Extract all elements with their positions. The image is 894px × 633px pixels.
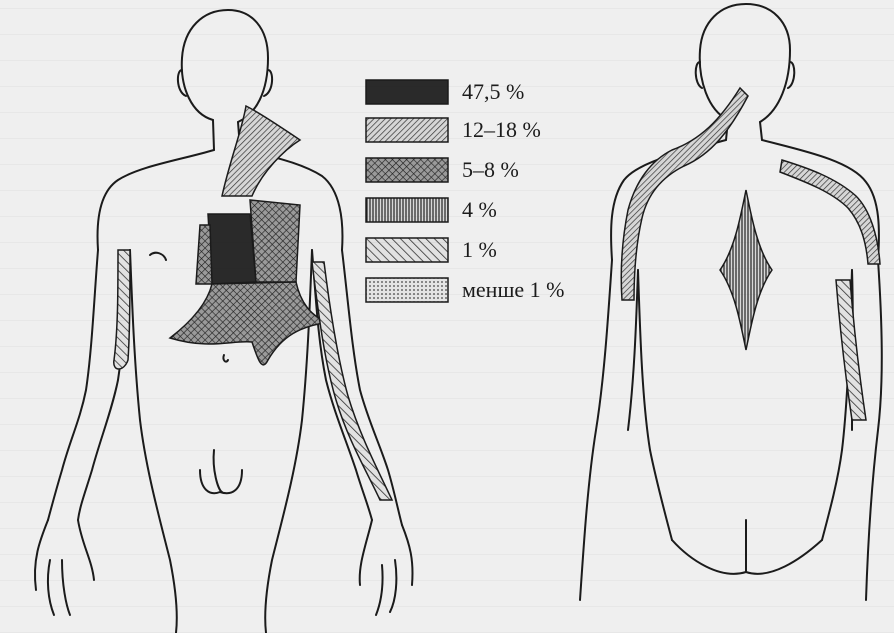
legend-swatch-cross-hatch bbox=[366, 158, 448, 182]
legend-swatch-fine-hatch bbox=[366, 118, 448, 142]
legend-swatch-diagonal-hatch bbox=[366, 238, 448, 262]
legend-label-3: 5–8 % bbox=[462, 157, 519, 183]
legend-label-2: 12–18 % bbox=[462, 117, 541, 143]
legend-label-5: 1 % bbox=[462, 237, 497, 263]
legend-label-6: менше 1 % bbox=[462, 277, 565, 303]
legend-label-4: 4 % bbox=[462, 197, 497, 223]
legend-label-1: 47,5 % bbox=[462, 79, 524, 105]
legend-swatch-solid bbox=[366, 80, 448, 104]
back-regions bbox=[621, 88, 880, 420]
legend-swatch-dots bbox=[366, 278, 448, 302]
back-figure bbox=[580, 4, 882, 600]
legend-swatch-vertical-lines bbox=[366, 198, 448, 222]
legend-swatches bbox=[366, 80, 448, 302]
